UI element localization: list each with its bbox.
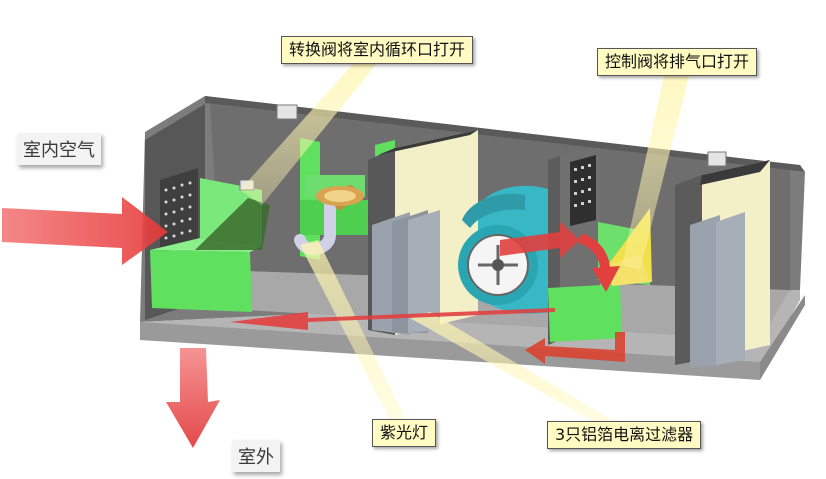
return-flow-arrow bbox=[230, 308, 555, 330]
intake-grille bbox=[160, 168, 198, 262]
ionizing-filter-stack-2 bbox=[675, 160, 770, 368]
outdoor-label: 室外 bbox=[232, 440, 280, 472]
intake-arrow bbox=[2, 197, 168, 265]
airflow-arrows bbox=[2, 197, 625, 448]
exhaust-return-arrow bbox=[525, 332, 625, 364]
ionizing-filter-stack-1 bbox=[368, 130, 478, 335]
switch-valve-callout: 转换阀将室内循环口打开 bbox=[281, 36, 474, 64]
uv-lamp-callout: 紫光灯 bbox=[372, 419, 437, 447]
switch-valve-damper bbox=[150, 178, 270, 312]
callout-beams bbox=[240, 62, 690, 424]
indoor-air-label: 室内空气 bbox=[17, 133, 101, 165]
fan-outlet-arrow bbox=[500, 222, 580, 258]
outdoor-exhaust-arrow bbox=[166, 348, 220, 448]
control-valve-callout: 控制阀将排气口打开 bbox=[597, 48, 758, 76]
filters-callout: 3只铝箔电离过滤器 bbox=[547, 421, 702, 449]
